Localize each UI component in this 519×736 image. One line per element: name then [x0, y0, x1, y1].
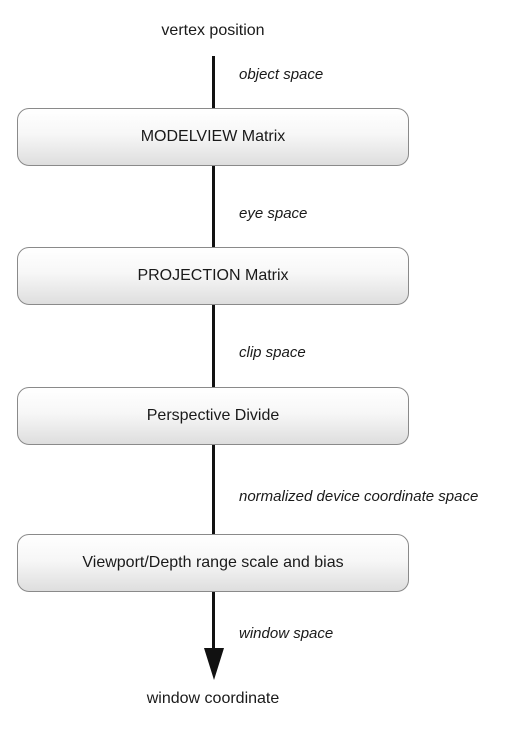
space-label-object: object space: [239, 66, 324, 83]
arrow-down-icon: [203, 648, 224, 680]
space-label-clip: clip space: [239, 344, 306, 361]
stage-box-projection: PROJECTION Matrix: [17, 247, 409, 305]
output-label: window coordinate: [146, 690, 280, 707]
stage-box-viewport: Viewport/Depth range scale and bias: [17, 534, 409, 592]
space-label-ndc: normalized device coordinate space: [239, 488, 479, 505]
stage-label: PROJECTION Matrix: [137, 267, 289, 284]
stage-box-modelview: MODELVIEW Matrix: [17, 108, 409, 166]
connector-line: [212, 592, 215, 652]
stage-box-perspective-divide: Perspective Divide: [17, 387, 409, 445]
stage-label: MODELVIEW Matrix: [140, 128, 286, 145]
space-label-eye: eye space: [239, 205, 308, 222]
connector-line: [212, 445, 215, 534]
connector-line: [212, 166, 215, 247]
space-label-window: window space: [239, 625, 334, 642]
input-label: vertex position: [161, 22, 265, 39]
stage-label: Viewport/Depth range scale and bias: [82, 554, 344, 571]
connector-line: [212, 56, 215, 108]
stage-label: Perspective Divide: [146, 407, 280, 424]
connector-line: [212, 305, 215, 387]
